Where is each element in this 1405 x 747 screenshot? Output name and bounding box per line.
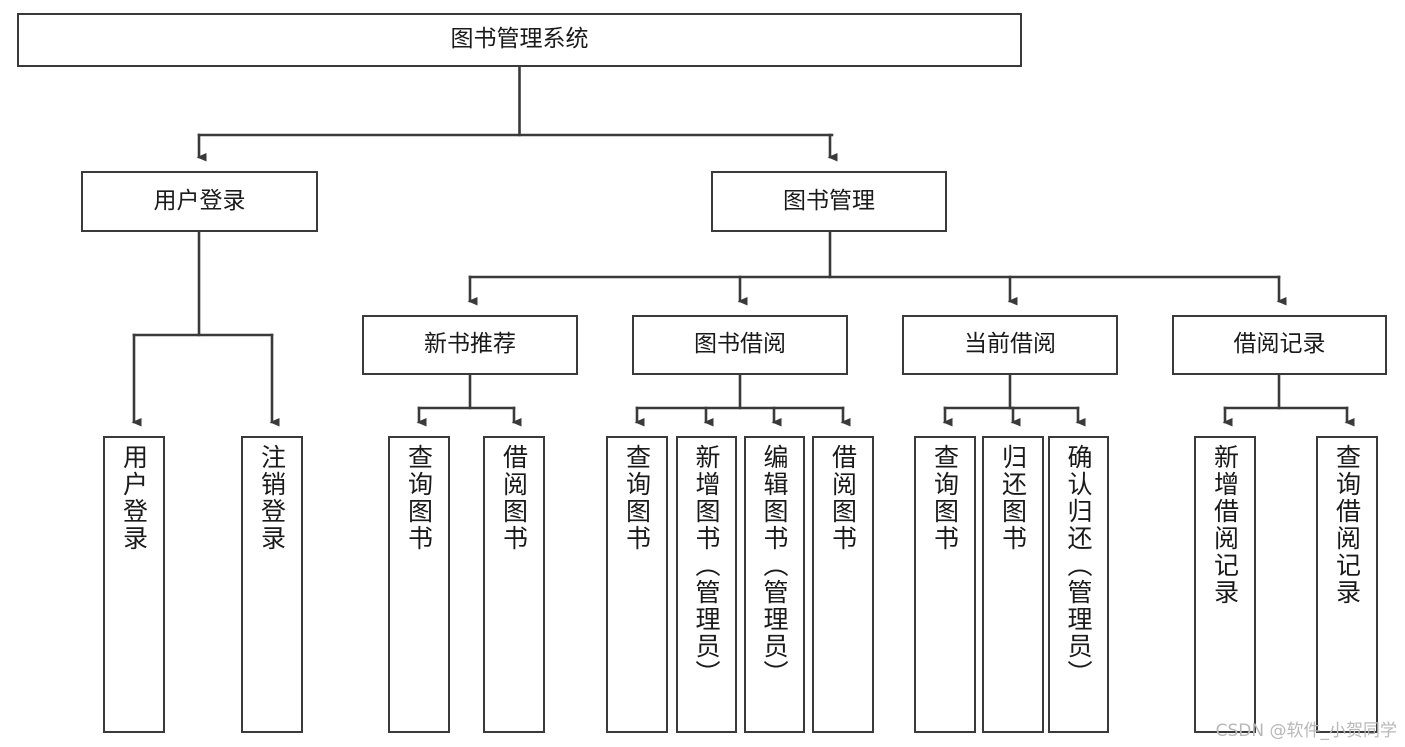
node-leaf-return-book-label: 归还图书: [998, 444, 1028, 552]
node-borrow-record-label: 借阅记录: [1233, 331, 1326, 358]
node-leaf-edit-book[interactable]: 编辑图书（管理员）: [744, 436, 805, 733]
node-leaf-add-book[interactable]: 新增图书（管理员）: [676, 436, 737, 733]
node-leaf-borrow-book-1-label: 借阅图书: [499, 444, 529, 552]
watermark-text: CSDN @软件_小贺同学: [1215, 721, 1397, 741]
node-leaf-add-book-label: 新增图书（管理员）: [692, 444, 721, 687]
node-current-borrow-label: 当前借阅: [964, 331, 1056, 358]
node-leaf-query-book-2-label: 查询图书: [622, 444, 652, 552]
node-leaf-query-record-label: 查询借阅记录: [1332, 444, 1362, 606]
node-leaf-confirm-return[interactable]: 确认归还（管理员）: [1048, 436, 1109, 733]
node-leaf-add-record-label: 新增借阅记录: [1210, 444, 1240, 606]
node-leaf-logout[interactable]: 注销登录: [241, 436, 303, 733]
node-book-borrow[interactable]: 图书借阅: [632, 315, 848, 375]
node-leaf-return-book[interactable]: 归还图书: [982, 436, 1044, 733]
node-user-login-label: 用户登录: [153, 187, 246, 214]
node-leaf-query-book-2[interactable]: 查询图书: [606, 436, 668, 733]
node-leaf-borrow-book-2-label: 借阅图书: [828, 444, 858, 552]
node-book-manage[interactable]: 图书管理: [711, 171, 947, 232]
node-leaf-confirm-return-label: 确认归还（管理员）: [1064, 444, 1093, 687]
node-leaf-add-record[interactable]: 新增借阅记录: [1194, 436, 1256, 733]
node-root-label: 图书管理系统: [450, 26, 589, 53]
node-leaf-query-book-3-label: 查询图书: [930, 444, 960, 552]
node-current-borrow[interactable]: 当前借阅: [902, 315, 1118, 375]
node-leaf-query-book-1-label: 查询图书: [404, 444, 434, 552]
node-leaf-query-record[interactable]: 查询借阅记录: [1316, 436, 1378, 733]
node-leaf-borrow-book-1[interactable]: 借阅图书: [483, 436, 545, 733]
node-new-book-rec[interactable]: 新书推荐: [362, 315, 578, 375]
node-leaf-logout-label: 注销登录: [257, 444, 287, 552]
node-new-book-rec-label: 新书推荐: [424, 331, 516, 358]
node-borrow-record[interactable]: 借阅记录: [1172, 315, 1387, 375]
node-book-borrow-label: 图书借阅: [694, 331, 786, 358]
node-root[interactable]: 图书管理系统: [17, 13, 1022, 67]
node-leaf-borrow-book-2[interactable]: 借阅图书: [812, 436, 874, 733]
node-leaf-user-login[interactable]: 用户登录: [103, 436, 165, 733]
node-leaf-edit-book-label: 编辑图书（管理员）: [760, 444, 789, 687]
node-leaf-query-book-1[interactable]: 查询图书: [388, 436, 450, 733]
node-book-manage-label: 图书管理: [783, 187, 875, 214]
node-leaf-query-book-3[interactable]: 查询图书: [914, 436, 976, 733]
node-user-login[interactable]: 用户登录: [81, 171, 318, 232]
node-leaf-user-login-label: 用户登录: [119, 444, 149, 552]
